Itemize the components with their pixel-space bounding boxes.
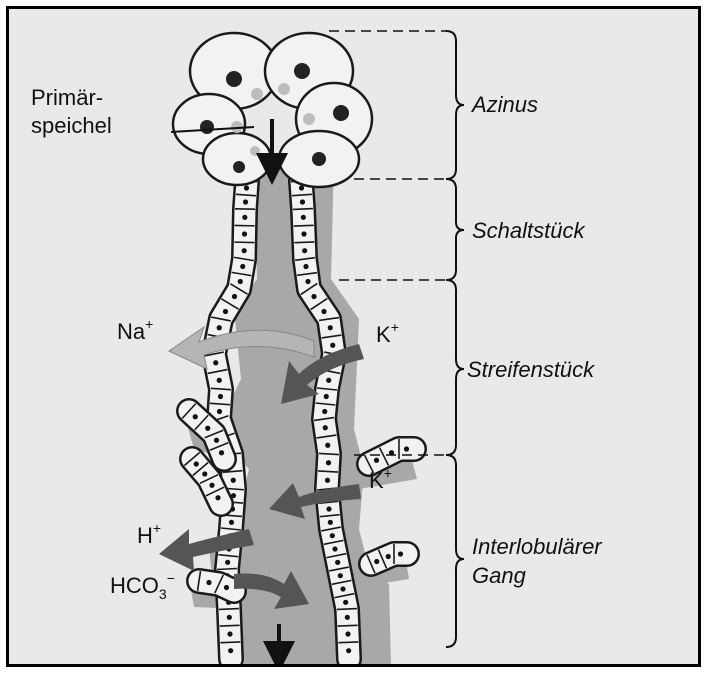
cell-nucleus xyxy=(325,443,330,448)
cell-nucleus xyxy=(227,615,232,620)
cell-border xyxy=(294,225,314,226)
cell-nucleus xyxy=(194,461,199,466)
cell-nucleus xyxy=(324,394,329,399)
cell-nucleus xyxy=(301,215,306,220)
cell-nucleus xyxy=(326,378,331,383)
cell-nucleus xyxy=(223,309,228,314)
section-label-streifenstueck: Streifenstück xyxy=(467,357,595,382)
section-label-schaltstueck: Schaltstück xyxy=(472,218,585,243)
cell-nucleus xyxy=(213,360,218,365)
cell-nucleus xyxy=(217,409,222,414)
salivary-gland-diagram: Primär- speichel Azinus Schaltstück Stre… xyxy=(9,9,698,664)
cell-nucleus xyxy=(302,248,307,253)
cell-nucleus xyxy=(328,325,333,330)
cell-nucleus xyxy=(228,648,233,653)
cell-border xyxy=(294,242,314,243)
cell-border xyxy=(338,625,358,626)
cell-nucleus xyxy=(312,152,326,166)
cell-border xyxy=(219,609,239,610)
cell-nucleus xyxy=(202,471,207,476)
cell-nucleus xyxy=(227,631,232,636)
cell-border xyxy=(338,642,358,643)
cell-nucleus xyxy=(398,551,403,556)
cell-nucleus xyxy=(333,105,349,121)
cell-border xyxy=(318,471,338,472)
cell-nucleus xyxy=(330,343,335,348)
cell-nucleus xyxy=(346,648,351,653)
cell-nucleus xyxy=(345,615,350,620)
cell-nucleus xyxy=(232,294,237,299)
cell-nucleus xyxy=(244,185,249,190)
cell-nucleus xyxy=(224,585,229,590)
cell-nucleus xyxy=(209,483,214,488)
cell-nucleus xyxy=(374,559,379,564)
cell-border xyxy=(337,609,357,610)
cell-nucleus xyxy=(238,279,243,284)
cell-nucleus xyxy=(326,460,331,465)
cell-nucleus xyxy=(233,161,245,173)
section-label-azinus: Azinus xyxy=(470,92,538,117)
cell-nucleus xyxy=(305,279,310,284)
cell-nucleus xyxy=(332,546,337,551)
cell-nucleus xyxy=(338,573,343,578)
primaerspeichel-label-line2: speichel xyxy=(31,113,112,138)
cell-nucleus xyxy=(200,120,214,134)
cell-nucleus xyxy=(214,438,219,443)
cell-nucleus xyxy=(303,264,308,269)
cell-nucleus xyxy=(215,495,220,500)
cell-nucleus xyxy=(218,394,223,399)
section-label-gang: Gang xyxy=(472,563,527,588)
cell-border xyxy=(220,625,240,626)
cell-nucleus xyxy=(229,520,234,525)
cell-nucleus xyxy=(326,506,331,511)
cell-nucleus xyxy=(242,215,247,220)
primaerspeichel-label-line1: Primär- xyxy=(31,85,103,110)
cell-nucleus xyxy=(321,309,326,314)
cell-nucleus xyxy=(240,264,245,269)
cell-nucleus xyxy=(299,185,304,190)
cell-nucleus xyxy=(206,580,211,585)
cell-border xyxy=(217,569,237,570)
cell-nucleus xyxy=(226,71,242,87)
cell-nucleus xyxy=(311,294,316,299)
cell-nucleus xyxy=(217,325,222,330)
acinus-cell xyxy=(203,133,271,185)
cell-nucleus xyxy=(374,458,379,463)
cell-nucleus xyxy=(242,231,247,236)
cell-nucleus xyxy=(322,409,327,414)
cell-nucleus xyxy=(242,248,247,253)
cell-nucleus xyxy=(300,199,305,204)
cell-nucleus xyxy=(404,446,409,451)
figure-frame: Primär- speichel Azinus Schaltstück Stre… xyxy=(6,6,701,667)
cell-nucleus xyxy=(330,533,335,538)
cell-border xyxy=(220,642,240,643)
cell-nucleus xyxy=(340,586,345,591)
cell-nucleus xyxy=(323,425,328,430)
cell-border xyxy=(293,209,313,210)
cell-nucleus xyxy=(219,450,224,455)
cell-nucleus xyxy=(225,560,230,565)
cell-nucleus xyxy=(193,414,198,419)
section-label-interlobulaerer: Interlobulärer xyxy=(472,534,603,559)
cell-nucleus xyxy=(301,231,306,236)
cell-nucleus xyxy=(205,426,210,431)
cell-border xyxy=(319,453,339,454)
cell-nucleus xyxy=(335,560,340,565)
cell-nucleus xyxy=(294,63,310,79)
cell-nucleus xyxy=(386,554,391,559)
cell-nucleus xyxy=(345,631,350,636)
cell-nucleus xyxy=(328,520,333,525)
cell-nucleus xyxy=(325,478,330,483)
cell-nucleus xyxy=(217,378,222,383)
cell-nucleus xyxy=(231,478,236,483)
cell-nucleus xyxy=(243,199,248,204)
cell-nucleus xyxy=(343,600,348,605)
